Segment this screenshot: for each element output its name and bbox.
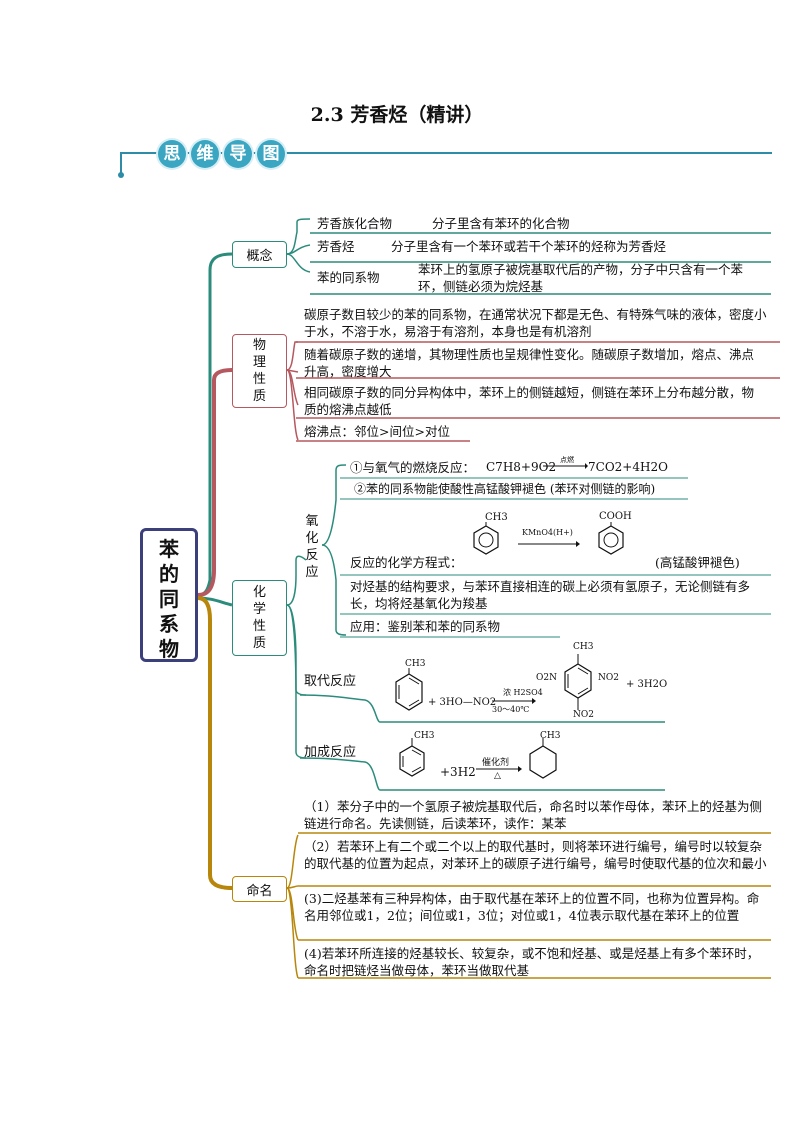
oxidation-label-char: 应 [305, 565, 319, 580]
root-node: 苯 的 同 系 物 [140, 528, 198, 662]
naming-item: (3)二烃基苯有三种异构体，由于取代基在苯环上的位置不同，也称为位置异构。命名用… [304, 891, 760, 923]
chemical-label-char: 学 [252, 602, 266, 617]
chemical-label-char: 性 [252, 619, 266, 634]
chemical-label-char: 质 [252, 636, 266, 651]
physical-item: 随着碳原子数的递增，其物理性质也呈规律性变化。随碳原子数增加，熔点、沸点升高，密… [304, 347, 755, 379]
equation-note: (高锰酸钾褪色) [655, 555, 740, 570]
tnt-ch3-label: CH3 [573, 642, 594, 652]
page-title: 2.3 芳香烃（精讲） [310, 104, 484, 126]
nitric-acid-reagent: + 3HO—NO2 [428, 697, 497, 708]
root-char: 同 [159, 587, 179, 611]
heat-symbol: △ [494, 771, 501, 781]
banner-tick [120, 152, 122, 174]
concept-def: 分子里含有一个苯环或若干个苯环的烃称为芳香烃 [391, 239, 667, 254]
root-char: 物 [159, 637, 179, 661]
substitution-catalyst: 浓 H2SO4 [503, 688, 543, 697]
methylcyclohexane-icon [529, 738, 557, 779]
substitution-ch3-label: CH3 [405, 659, 426, 669]
hydrogen-reagent: +3H2 [440, 765, 476, 779]
chemical-label-char: 化 [252, 585, 266, 600]
banner-char: 图 [257, 140, 285, 168]
physical-label-char: 质 [252, 389, 266, 404]
banner-dot [118, 172, 124, 178]
oxidation-label-char: 氧 [305, 514, 319, 529]
concept-node: 概念 [232, 241, 287, 268]
equation-label: 反应的化学方程式： [350, 555, 463, 570]
naming-item: （2）若苯环上有二个或二个以上的取代基时，则将苯环进行编号，编号时以较复杂的取代… [304, 839, 767, 871]
addition-catalyst: 催化剂 [482, 758, 510, 768]
addition-ch3-right: CH3 [540, 731, 561, 741]
toluene-benzene-icon [395, 668, 423, 711]
kmno4-reagent: KMnO4(H+) [522, 528, 573, 537]
physical-label-char: 理 [252, 355, 266, 370]
water-byproduct: + 3H2O [626, 679, 668, 690]
tnt-no2-left: O2N [536, 673, 557, 683]
oxidation-label-char: 化 [305, 531, 319, 546]
banner-char: 思 [158, 140, 186, 168]
substitution-label: 取代反应 [304, 674, 357, 689]
tnt-no2-bottom: NO2 [573, 710, 594, 720]
substitution-temperature: 30～40℃ [492, 705, 530, 714]
benzoic-cooh-label: COOH [599, 511, 632, 522]
oxidation-label: 氧 化 反 应 [304, 513, 320, 581]
addition-label: 加成反应 [304, 745, 357, 760]
reaction-arrow-icon [518, 541, 580, 547]
concept-term: 芳香烃 [317, 239, 355, 254]
naming-item: (4)若苯环所连接的烃基较长、较复杂，或不饱和烃基、或是烃基上有多个苯环时，命名… [304, 946, 760, 978]
concept-term: 苯的同系物 [317, 270, 380, 285]
oxidation-label-char: 反 [305, 548, 319, 563]
combustion-left: C7H8+9O2 [486, 460, 557, 474]
root-char: 的 [159, 562, 179, 586]
physical-item: 熔沸点：邻位>间位>对位 [304, 424, 450, 439]
application: 应用：鉴别苯和苯的同系物 [350, 619, 501, 634]
reaction-arrow-icon [543, 463, 588, 469]
toluene-benzene-icon [473, 522, 499, 555]
tnt-benzene-icon [564, 654, 592, 710]
root-char: 苯 [159, 537, 179, 561]
reaction-arrow-icon [492, 698, 536, 704]
combustion-prefix: ①与氧气的燃烧反应： [350, 460, 476, 475]
structure-requirement: 对烃基的结构要求，与苯环直接相连的碳上必须有氢原子，无论侧链有多长，均将烃基氧化… [350, 579, 751, 611]
root-char: 系 [159, 612, 179, 636]
physical-item: 碳原子数目较少的苯的同系物，在通常状况下都是无色、有特殊气味的液体，密度小于水，… [304, 307, 767, 339]
combustion-right: 7CO2+4H2O [588, 460, 668, 474]
concept-term: 芳香族化合物 [317, 216, 393, 231]
combustion-condition: 点燃 [560, 456, 574, 464]
physical-label-char: 物 [252, 338, 266, 353]
tnt-no2-right: NO2 [598, 673, 619, 683]
toluene-benzene-icon [399, 738, 425, 777]
reaction-arrow-icon [476, 766, 522, 772]
physical-label-char: 性 [252, 372, 266, 387]
naming-item: （1）苯分子中的一个氢原子被烷基取代后，命名时以苯作母体，苯环上的烃基为侧链进行… [304, 799, 762, 831]
kmno4-statement: ②苯的同系物能使酸性高锰酸钾褪色 (苯环对侧链的影响) [354, 482, 656, 496]
addition-ch3-left: CH3 [414, 731, 435, 741]
physical-node: 物 理 性 质 [232, 334, 287, 408]
concept-def: 苯环上的氢原子被烷基取代后的产物，分子中只含有一个苯环，侧链必须为烷烃基 [418, 262, 744, 294]
chemical-node: 化 学 性 质 [232, 580, 287, 656]
banner-char: 维 [191, 140, 219, 168]
naming-node: 命名 [232, 876, 287, 902]
banner-char: 导 [224, 140, 252, 168]
banner-line [120, 152, 772, 154]
physical-item: 相同碳原子数的同分异构体中，苯环上的侧链越短，侧链在苯环上分布越分散，物质的熔沸… [304, 385, 755, 417]
toluene-ch3-label: CH3 [485, 512, 508, 523]
benzoic-acid-benzene-icon [598, 522, 624, 555]
concept-def: 分子里含有苯环的化合物 [432, 216, 570, 231]
